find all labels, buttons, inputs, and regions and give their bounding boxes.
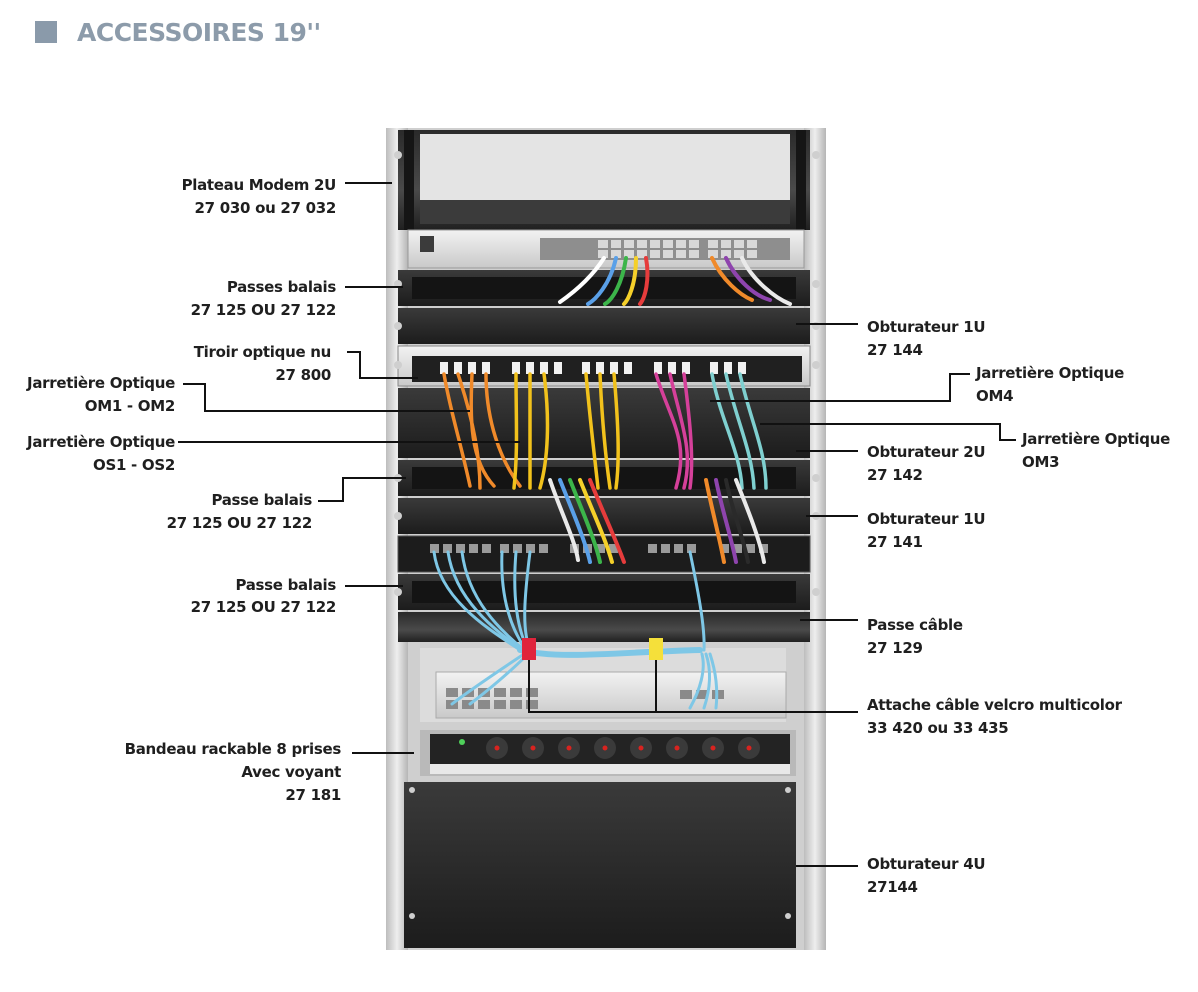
label-attache-cable-ref: 33 420 ou 33 435 [867, 719, 1008, 737]
page-title: ACCESSOIRES 19'' [77, 17, 321, 47]
label-attache-cable-name: Attache câble velcro multicolor [867, 696, 1123, 714]
label-passe-balais-low-name: Passe balais [235, 576, 336, 594]
label-bandeau-ref: 27 181 [285, 786, 341, 804]
label-jarretiere-om4-ref: OM4 [976, 387, 1013, 405]
label-obturateur-2u-ref: 27 142 [867, 466, 923, 484]
blank-panel-4u [404, 782, 796, 948]
leader-jarretiere-om3 [760, 423, 1016, 441]
label-obturateur-1u-a-name: Obturateur 1U [867, 318, 985, 336]
header-square-icon [35, 21, 57, 43]
label-jarretiere-os-name: Jarretière Optique [26, 433, 175, 451]
label-tiroir-optique-ref: 27 800 [275, 366, 331, 384]
label-obturateur-1u-b-name: Obturateur 1U [867, 510, 985, 528]
switch-logo-icon [420, 236, 434, 252]
label-jarretiere-om1-name: Jarretière Optique [26, 374, 175, 392]
leader-tiroir-optique [347, 351, 418, 379]
page-header: ACCESSOIRES 19'' [35, 14, 321, 50]
label-bandeau-line2: Avec voyant [241, 763, 341, 781]
brush-panel-mid [398, 460, 810, 496]
cable-manager [398, 612, 810, 642]
label-obturateur-2u-name: Obturateur 2U [867, 443, 985, 461]
label-plateau-modem-ref: 27 030 ou 27 032 [195, 199, 336, 217]
velcro-yellow-icon [649, 638, 663, 660]
label-obturateur-4u-name: Obturateur 4U [867, 855, 985, 873]
label-obturateur-1u-b-ref: 27 141 [867, 533, 923, 551]
leader-attache-cable [528, 660, 858, 713]
leader-jarretiere-om1 [183, 383, 470, 412]
leader-lines [178, 182, 1016, 867]
blank-panel-1u-a [398, 308, 810, 344]
label-passe-balais-mid-ref: 27 125 OU 27 122 [167, 514, 312, 532]
label-obturateur-1u-a-ref: 27 144 [867, 341, 923, 359]
label-passe-cable-name: Passe câble [867, 616, 963, 634]
leader-passe-balais-mid [318, 477, 406, 502]
label-tiroir-optique-name: Tiroir optique nu [194, 343, 331, 361]
label-passe-balais-mid-name: Passe balais [211, 491, 312, 509]
label-jarretiere-om3-name: Jarretière Optique [1021, 430, 1170, 448]
rack [386, 128, 826, 950]
label-jarretiere-om4-name: Jarretière Optique [975, 364, 1124, 382]
lower-switch [420, 648, 787, 722]
outlet-icons [486, 737, 760, 759]
label-jarretiere-om1-ref: OM1 - OM2 [85, 397, 175, 415]
label-passe-cable-ref: 27 129 [867, 639, 923, 657]
network-switch [407, 229, 805, 269]
callout-labels: Plateau Modem 2U 27 030 ou 27 032 Passes… [26, 176, 1170, 896]
label-passes-balais-ref: 27 125 OU 27 122 [191, 301, 336, 319]
cables [432, 256, 792, 710]
power-indicator-icon [459, 739, 465, 745]
velcro-red-icon [522, 638, 536, 660]
power-strip [420, 730, 796, 776]
label-passe-balais-low-ref: 27 125 OU 27 122 [191, 598, 336, 616]
label-obturateur-4u-ref: 27144 [867, 878, 918, 896]
label-jarretiere-os-ref: OS1 - OS2 [93, 456, 175, 474]
label-passes-balais-name: Passes balais [227, 278, 337, 296]
modem-tray [398, 130, 810, 230]
label-plateau-modem-name: Plateau Modem 2U [182, 176, 336, 194]
label-bandeau-name: Bandeau rackable 8 prises [125, 740, 342, 758]
leader-jarretiere-om4 [710, 373, 970, 402]
label-jarretiere-om3-ref: OM3 [1022, 453, 1059, 471]
